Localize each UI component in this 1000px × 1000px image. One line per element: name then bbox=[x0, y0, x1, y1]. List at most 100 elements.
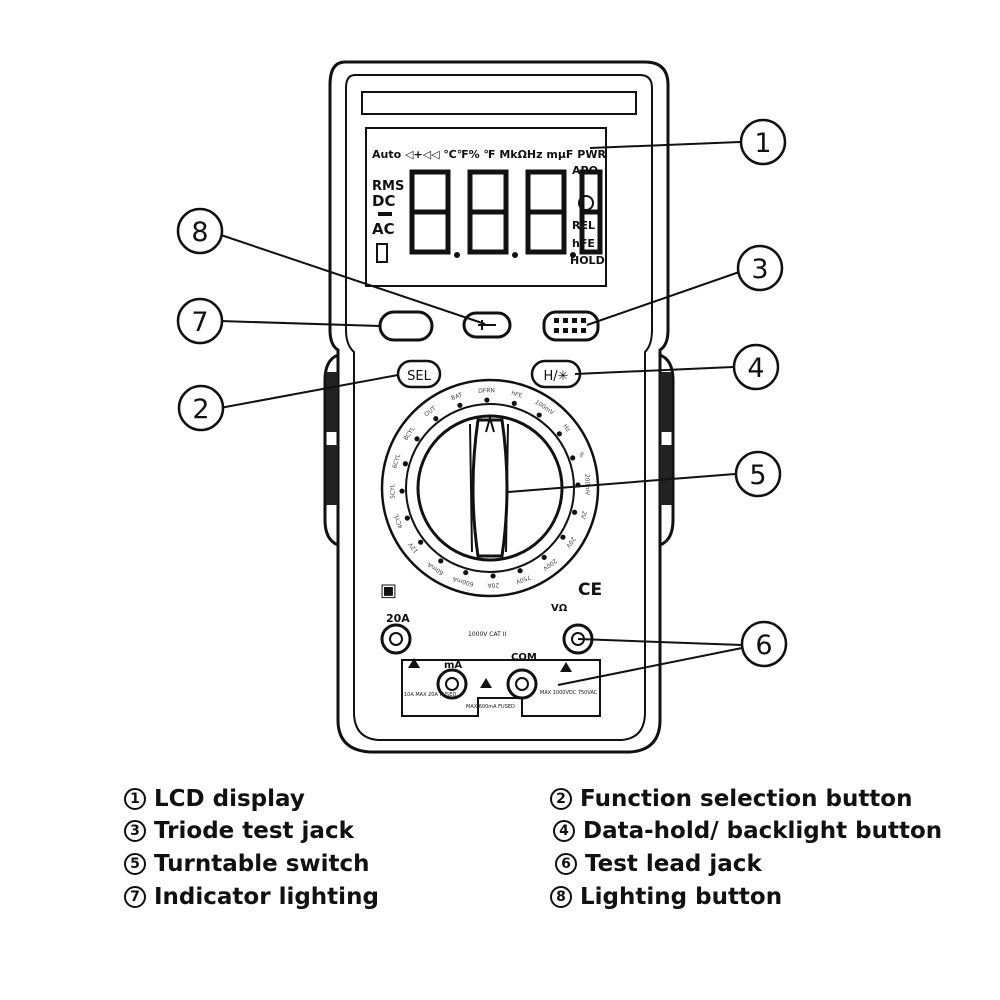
callout-4-circle bbox=[732, 343, 780, 391]
callout-5-number: 5 bbox=[749, 460, 766, 491]
dial-label: Hz bbox=[561, 423, 571, 433]
auto-power-off-icon bbox=[578, 195, 594, 211]
dial-label: 5CYL bbox=[389, 483, 397, 499]
callout-1-circle bbox=[739, 118, 787, 166]
jack-20a-label: 20A bbox=[386, 612, 410, 625]
battery-icon bbox=[376, 243, 388, 263]
callout-6-circle bbox=[740, 620, 788, 668]
jack-com-label: COM bbox=[511, 652, 537, 663]
warning-triangle-icon bbox=[480, 678, 492, 688]
dial-label: 20A bbox=[487, 581, 500, 588]
callout-circles: 1 2 3 4 5 6 7 8 bbox=[176, 118, 788, 668]
dial-label: 600mA bbox=[451, 575, 474, 588]
callout-7-number: 7 bbox=[191, 307, 208, 338]
lcd-decimal-point bbox=[512, 252, 518, 258]
callout-4-number: 4 bbox=[747, 353, 764, 384]
lcd-top-row: Auto ◁+◁◁ ℃℉% ℉ MkΩHz mμF PWR bbox=[372, 148, 606, 161]
lcd-minus-sign bbox=[378, 212, 392, 216]
function-selection-button[interactable] bbox=[396, 359, 442, 389]
dial-position-dot bbox=[484, 397, 490, 403]
dial-knob-grip-edge bbox=[469, 423, 509, 553]
dial-label: hFE bbox=[510, 390, 523, 400]
fuse-ma-text: MAX 600mA FUSED bbox=[466, 704, 515, 710]
turntable-switch[interactable] bbox=[416, 414, 564, 562]
jack-ma-hole bbox=[445, 677, 459, 691]
jack-v-label: VΩ bbox=[551, 603, 568, 614]
housing-inner bbox=[345, 74, 653, 741]
sel-button-label: SEL bbox=[407, 369, 431, 384]
dial-position-dot bbox=[418, 539, 424, 545]
dial-position-dot bbox=[402, 461, 409, 467]
left-grip bbox=[323, 353, 339, 547]
dial-label: 6CYL bbox=[391, 453, 402, 470]
dial-position-dot bbox=[399, 488, 405, 494]
lcd-indicator-apo: APO bbox=[572, 164, 598, 177]
dial-label: 4CYL bbox=[393, 512, 405, 529]
lcd-digits bbox=[409, 169, 603, 255]
max-voltage-text: MAX 1000VDC 750VAC bbox=[540, 690, 598, 696]
dial-label: 2V bbox=[579, 510, 588, 520]
dial-position-dot bbox=[541, 554, 547, 560]
callout-1-number: 1 bbox=[754, 128, 771, 159]
dial-position-dot bbox=[511, 400, 517, 407]
callout-7-circle bbox=[176, 297, 224, 345]
dial-outer-ring bbox=[380, 378, 600, 598]
cat-rating: 1000V CAT II bbox=[468, 631, 506, 638]
lighting-button[interactable] bbox=[462, 311, 512, 339]
left-grip-ridge bbox=[326, 372, 338, 432]
lcd-indicator-rms: RMS bbox=[372, 179, 404, 194]
dial-position-dot bbox=[433, 416, 439, 422]
dial-position-dot bbox=[517, 568, 523, 574]
callout-8-number: 8 bbox=[191, 217, 208, 248]
lcd-indicator-rel: REL bbox=[572, 219, 595, 232]
lcd-decimal-point bbox=[570, 252, 576, 258]
callout-3-number: 3 bbox=[751, 254, 768, 285]
dial-position-dot bbox=[457, 402, 463, 408]
lcd-indicator-dc: DC bbox=[372, 192, 395, 210]
dial-position-dot bbox=[438, 558, 444, 564]
jack-20a-hole bbox=[389, 632, 403, 646]
warning-triangle-icon bbox=[408, 658, 420, 668]
dial-position-dot bbox=[463, 569, 469, 576]
indicator-light bbox=[378, 310, 434, 342]
callout-5-circle bbox=[734, 450, 782, 498]
lcd-indicator-hfe: hFE bbox=[572, 237, 595, 250]
dial-position-dot bbox=[536, 412, 542, 418]
double-insulation-mark: ▣ bbox=[380, 580, 397, 601]
lcd-decimal-point bbox=[454, 252, 460, 258]
dial-position-dot bbox=[404, 515, 410, 521]
jack-20a[interactable] bbox=[380, 623, 412, 655]
right-grip-ridge bbox=[660, 445, 672, 505]
dial-knob-grip bbox=[471, 418, 509, 558]
jack-ma-label: mA bbox=[444, 660, 462, 671]
right-grip bbox=[659, 353, 675, 547]
dial-label: 20V bbox=[564, 535, 577, 549]
lcd-display bbox=[365, 127, 607, 287]
dial-position-dot bbox=[414, 436, 420, 442]
jack-com[interactable] bbox=[506, 668, 538, 700]
dial-position-dots bbox=[399, 397, 581, 579]
lcd-indicator-ac: AC bbox=[372, 220, 395, 238]
triode-jack-holes bbox=[554, 318, 586, 333]
dial-label: BAT bbox=[450, 391, 463, 402]
dial-inner-ring bbox=[405, 403, 575, 573]
left-grip-ridge bbox=[326, 445, 338, 505]
dial-label: % bbox=[577, 451, 586, 459]
dial-pointer bbox=[485, 414, 495, 433]
dial-position-dot bbox=[560, 534, 566, 540]
jack-ma[interactable] bbox=[436, 668, 468, 700]
callout-6-number: 6 bbox=[755, 630, 772, 661]
callout-3-circle bbox=[736, 244, 784, 292]
dial-position-dot bbox=[571, 509, 578, 515]
leader-lines bbox=[211, 141, 746, 686]
right-grip-ridge bbox=[660, 372, 672, 432]
ce-mark: CE bbox=[578, 580, 602, 600]
triode-test-jack[interactable] bbox=[542, 310, 600, 342]
callout-2-circle bbox=[177, 384, 225, 432]
lcd-indicator-hold: HOLD bbox=[570, 254, 605, 267]
fuse-20a-text: 10A MAX 20A FUSED bbox=[404, 692, 456, 698]
jack-com-hole bbox=[515, 677, 529, 691]
dial-label: 12V bbox=[407, 540, 420, 554]
callout-8-circle bbox=[176, 207, 224, 255]
